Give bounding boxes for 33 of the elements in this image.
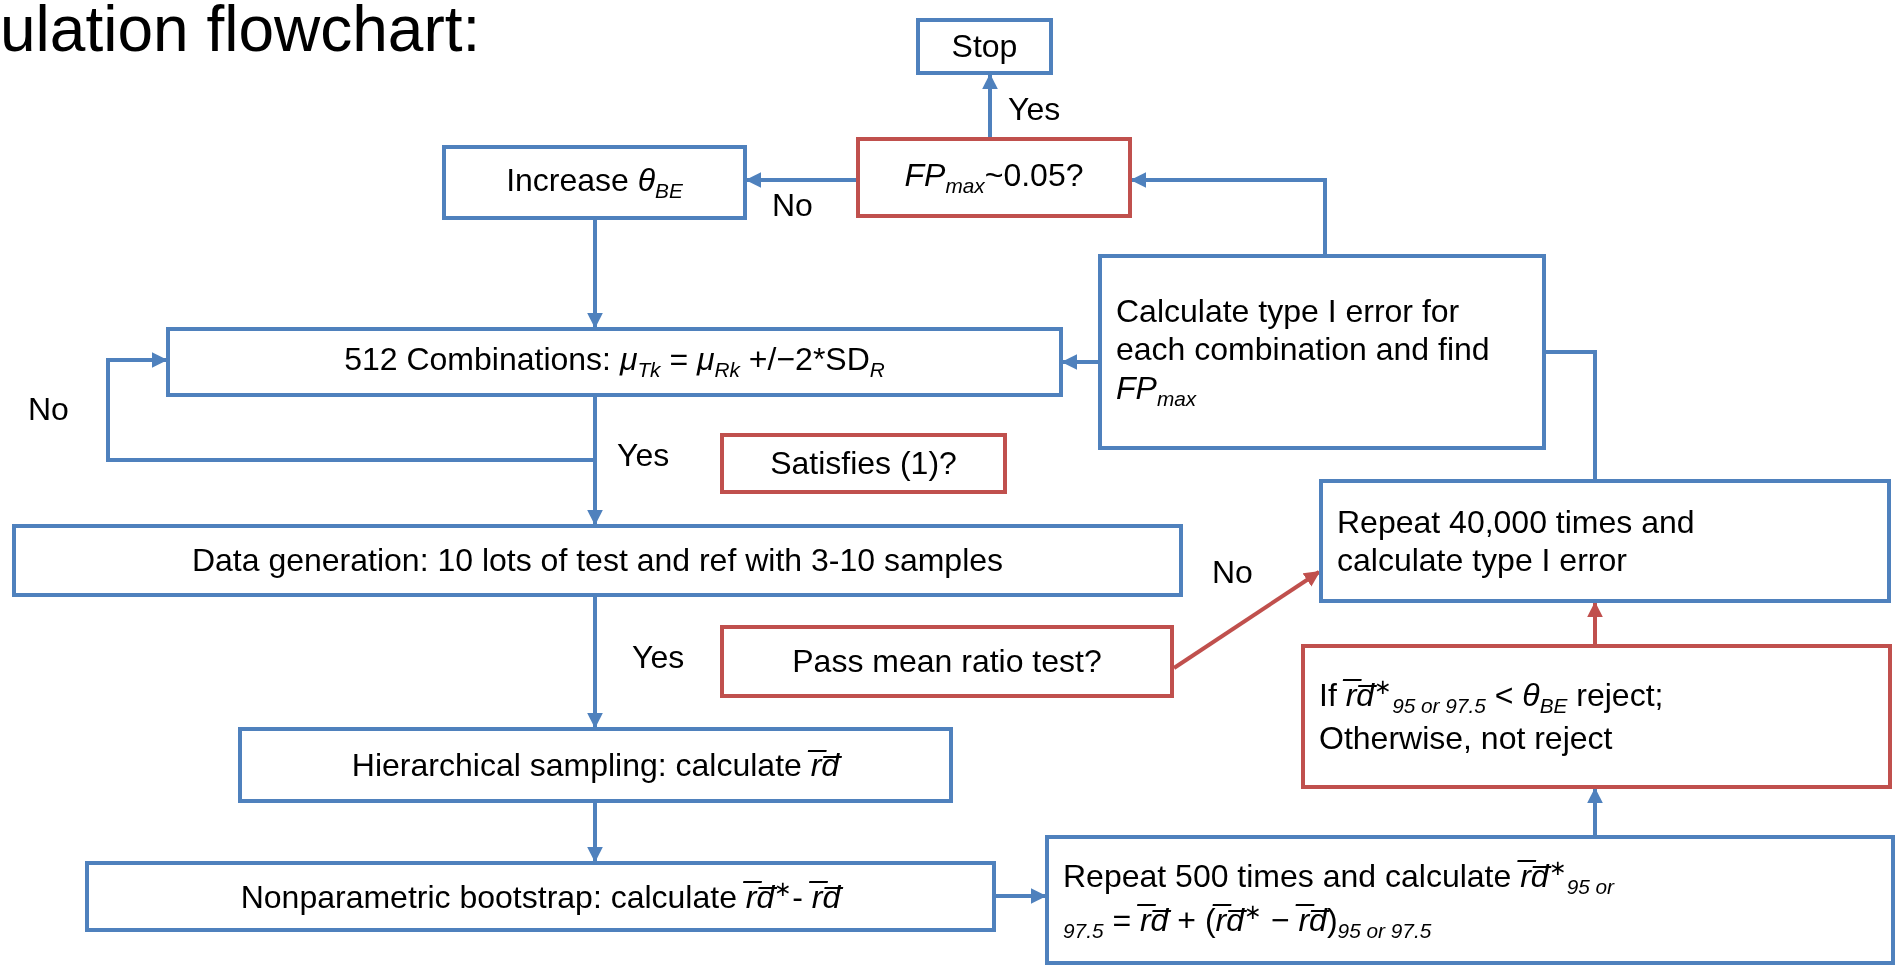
node-text: FP$_{max}$~0.05? bbox=[904, 155, 1084, 200]
node-text: Repeat 40,000 times and calculate type I error bbox=[1337, 502, 1696, 580]
arrow bbox=[996, 888, 1047, 904]
node-text: 512 Combinations: μ$_{Tk}$ = μ$_{Rk}$ +/−2*SD$_{R}$ bbox=[344, 340, 885, 384]
process-box bbox=[1045, 835, 1895, 965]
decision-box bbox=[856, 137, 1132, 218]
arrow bbox=[587, 803, 603, 863]
condition-box bbox=[720, 625, 1174, 698]
arrow bbox=[1587, 787, 1603, 835]
process-box bbox=[442, 145, 747, 220]
decision-box bbox=[1301, 644, 1892, 789]
node-text: Stop bbox=[951, 27, 1018, 66]
process-box bbox=[238, 727, 953, 803]
node-text: Hierarchical sampling: calculate r̅d̅ bbox=[351, 745, 840, 785]
process-box bbox=[85, 861, 996, 932]
condition-box bbox=[720, 433, 1007, 494]
arrow bbox=[1587, 601, 1603, 644]
process-box bbox=[166, 327, 1063, 397]
node-text: Data generation: 10 lots of test and ref with 3-10 samples bbox=[191, 541, 1004, 580]
node-text: If r̅d̅$^{∗}$$_{95 or 97.5}$ < θ$_{BE}$ reject; Otherwise, not reject bbox=[1319, 675, 1665, 758]
arrow bbox=[587, 220, 603, 329]
connector-line bbox=[1546, 350, 1597, 479]
node-text: Satisfies (1)? bbox=[770, 444, 957, 483]
terminal-box bbox=[916, 18, 1053, 75]
arrow bbox=[587, 597, 603, 729]
node-text: Increase θ$_{BE}$ bbox=[506, 160, 683, 205]
process-box bbox=[1098, 254, 1546, 450]
node-text: Calculate type I error for each combination and find FP$_{max}$ bbox=[1116, 291, 1491, 413]
arrow bbox=[982, 73, 998, 137]
title: ulation flowchart: bbox=[0, 0, 481, 66]
process-box bbox=[12, 524, 1183, 597]
process-box bbox=[1319, 479, 1891, 603]
node-text: Pass mean ratio test? bbox=[792, 642, 1102, 681]
